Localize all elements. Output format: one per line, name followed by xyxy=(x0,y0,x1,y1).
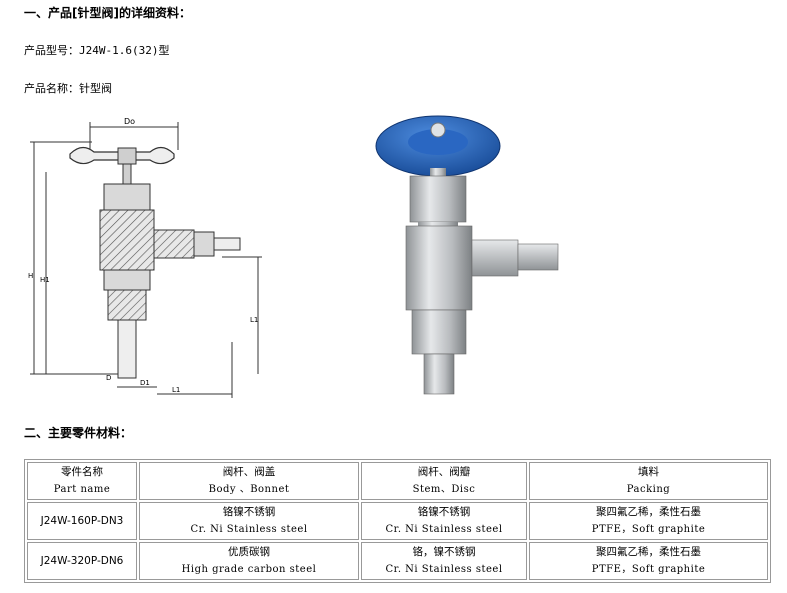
dim-label-h: H xyxy=(28,272,33,280)
header-cell-part-name: 零件名称 Part name xyxy=(27,462,137,500)
section-title-materials: 二、主要零件材料： xyxy=(24,426,133,440)
dim-label-l1-horizontal: L1 xyxy=(172,386,180,394)
table-header-row: 零件名称 Part name 阀杆、阀盖 Body 、Bonnet 阀杆、阀瓣 … xyxy=(27,462,768,500)
row-model: J24W-160P-DN3 xyxy=(27,502,137,540)
row-body-material: 优质碳钢 High grade carbon steel xyxy=(139,542,359,580)
row-model: J24W-320P-DN6 xyxy=(27,542,137,580)
row-packing-material: 聚四氟乙稀，柔性石墨 PTFE，Soft graphite xyxy=(529,502,768,540)
valve-product-photo xyxy=(375,115,559,395)
table-row: J24W-160P-DN3 铬镍不锈钢 Cr. Ni Stainless ste… xyxy=(27,502,768,540)
row-packing-material: 聚四氟乙稀，柔性石墨 PTFE，Soft graphite xyxy=(529,542,768,580)
header-cell-packing: 填料 Packing xyxy=(529,462,768,500)
header-cell-stem-disc: 阀杆、阀瓣 Stem、Disc xyxy=(361,462,527,500)
row-body-material: 铬镍不锈钢 Cr. Ni Stainless steel xyxy=(139,502,359,540)
header-cell-body-bonnet: 阀杆、阀盖 Body 、Bonnet xyxy=(139,462,359,500)
row-stem-material: 铬，镍不锈钢 Cr. Ni Stainless steel xyxy=(361,542,527,580)
valve-technical-drawing: Do H H1 L1 D D1 L1 xyxy=(28,117,262,398)
table-row: J24W-320P-DN6 优质碳钢 High grade carbon ste… xyxy=(27,542,768,580)
dim-label-l1-vertical: L1 xyxy=(250,316,258,324)
materials-table: 零件名称 Part name 阀杆、阀盖 Body 、Bonnet 阀杆、阀瓣 … xyxy=(24,459,771,583)
dim-label-do: Do xyxy=(124,117,135,126)
dim-label-h1: H1 xyxy=(40,276,50,284)
section-title-details: 一、产品[针型阀]的详细资料： xyxy=(24,6,191,20)
dim-label-d1: D1 xyxy=(140,379,150,387)
row-stem-material: 铬镍不锈钢 Cr. Ni Stainless steel xyxy=(361,502,527,540)
product-model: 产品型号：J24W-1.6(32)型 xyxy=(24,44,170,57)
dim-label-d: D xyxy=(106,374,111,382)
product-name: 产品名称：针型阀 xyxy=(24,82,112,95)
